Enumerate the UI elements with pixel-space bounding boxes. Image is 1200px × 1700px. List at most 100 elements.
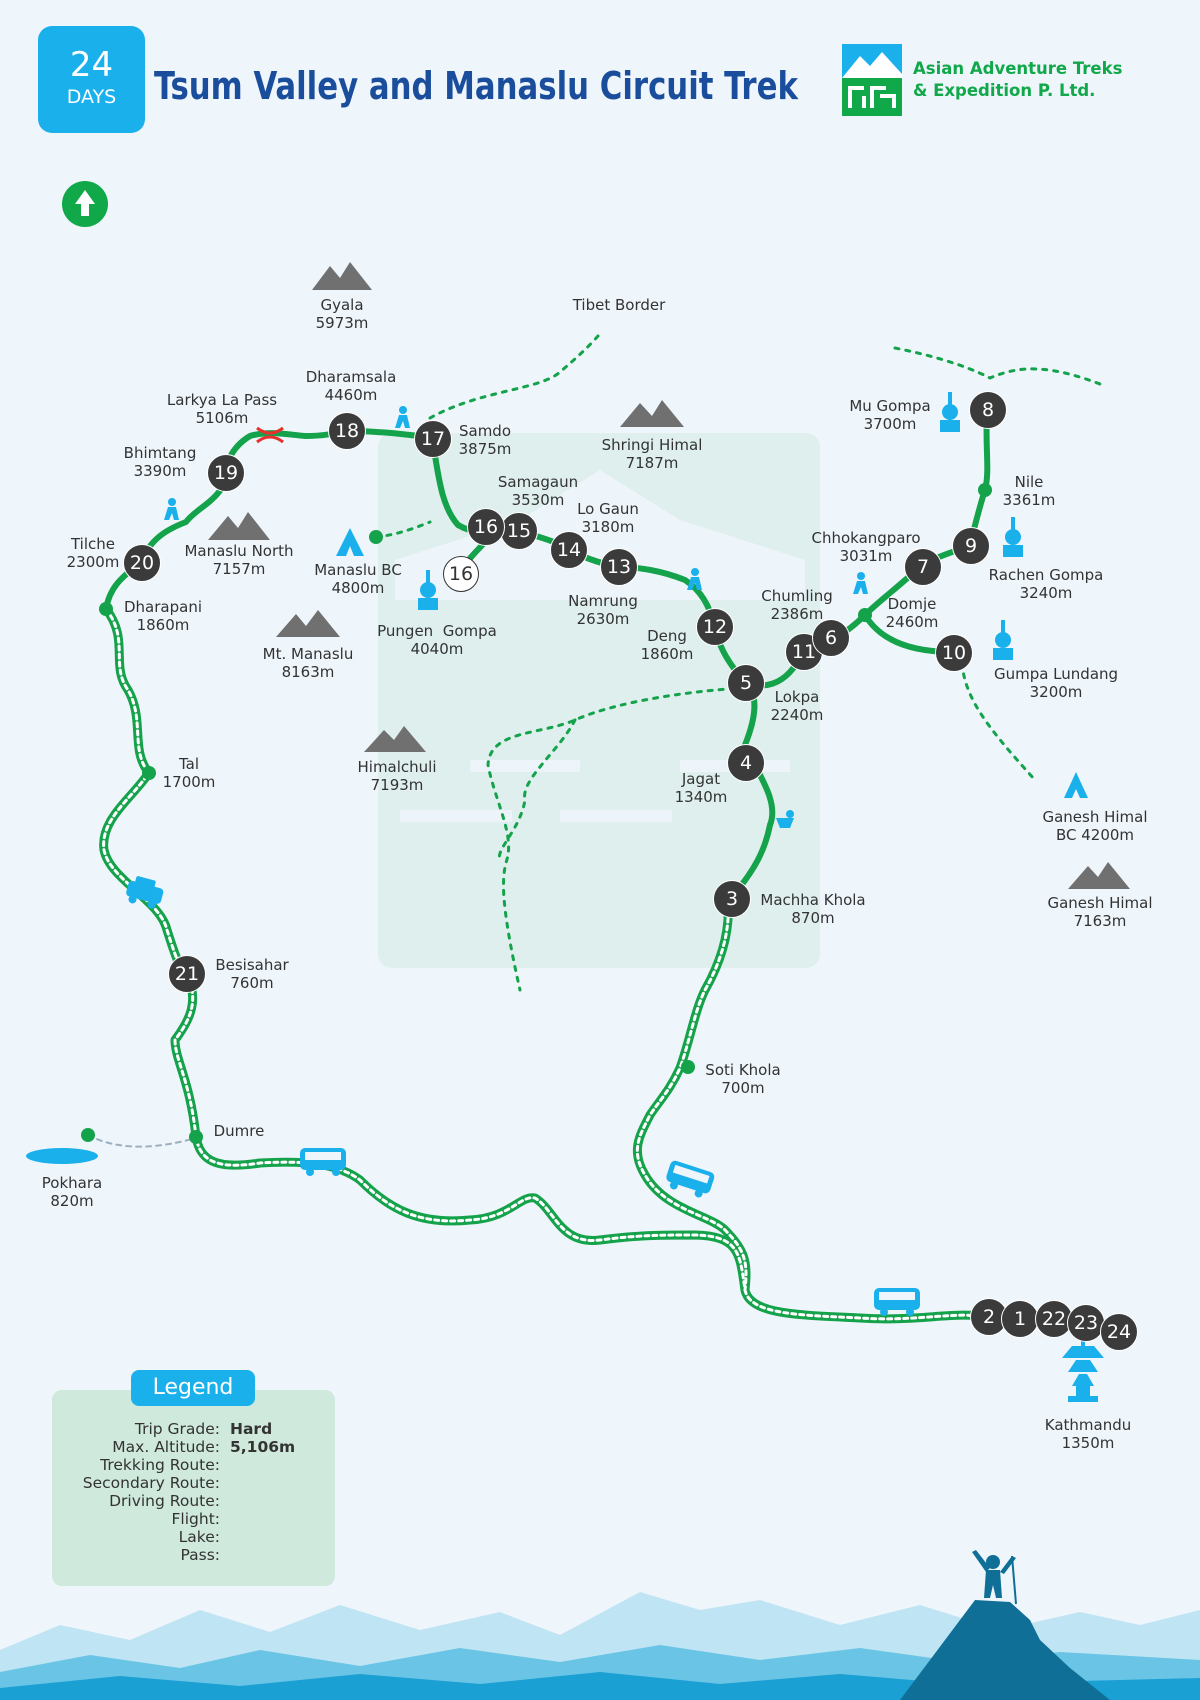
- bus-icon: [300, 1148, 346, 1176]
- stupa-icon: [993, 620, 1013, 660]
- hiker-icon: [395, 406, 410, 428]
- hiker-icon: [687, 568, 702, 590]
- mountain-icons: [208, 262, 1130, 889]
- day-node: 9: [952, 527, 990, 565]
- mountain-icon: [312, 262, 372, 290]
- legend-max-altitude-label: Max. Altitude:: [112, 1438, 220, 1456]
- legend-driving-label: Driving Route:: [109, 1492, 220, 1510]
- day-node: 16: [467, 508, 505, 546]
- day-node: 7: [904, 548, 942, 586]
- mountain-icon: [208, 512, 270, 540]
- company-line1: Asian Adventure Treks: [913, 59, 1123, 78]
- waypoint-dots: [81, 483, 992, 1144]
- bus-icon: [874, 1288, 920, 1316]
- legend-lake-label: Lake:: [178, 1528, 220, 1546]
- company-name: Asian Adventure Treks & Expedition P. Lt…: [913, 58, 1122, 102]
- page-title: Tsum Valley and Manaslu Circuit Trek: [154, 64, 798, 108]
- stupa-icon: [1003, 517, 1023, 557]
- place-label: Dumre: [213, 1122, 265, 1140]
- tent-icons: [336, 528, 1088, 798]
- legend-pass-label: Pass:: [180, 1546, 220, 1564]
- day-node: 1: [1001, 1300, 1039, 1338]
- legend-trip-grade-value: Hard: [230, 1420, 273, 1438]
- mountain-icon: [620, 400, 684, 427]
- mountain-icon: [1068, 862, 1130, 889]
- mountain-icon: [276, 610, 340, 637]
- place-label: Tibet Border: [572, 296, 666, 314]
- legend-flight-label: Flight:: [171, 1510, 221, 1528]
- day-node: 11: [785, 633, 823, 671]
- pass-icon: [256, 426, 284, 444]
- hiker-icon: [853, 572, 868, 594]
- day-node: 21: [168, 955, 206, 993]
- legend-trekking-label: Trekking Route:: [100, 1456, 220, 1474]
- day-node: 5: [727, 664, 765, 702]
- day-node: 20: [123, 544, 161, 582]
- day-node: 13: [600, 548, 638, 586]
- tent-icon: [1064, 772, 1088, 798]
- legend-title: Legend: [131, 1370, 255, 1406]
- day-node: 6: [812, 619, 850, 657]
- stupa-icons: [418, 392, 1023, 660]
- climber-icon: [972, 1550, 1017, 1605]
- day-node-alternate: 16: [443, 556, 479, 592]
- day-node: 19: [207, 454, 245, 492]
- hiker-icon: [776, 810, 794, 828]
- bus-icon: [666, 1160, 715, 1198]
- day-node: 3: [713, 880, 751, 918]
- day-node: 14: [550, 531, 588, 569]
- bus-icons: [300, 1148, 920, 1316]
- day-node: 23: [1067, 1304, 1105, 1342]
- legend-secondary-label: Secondary Route:: [82, 1474, 220, 1492]
- day-node: 15: [500, 512, 538, 550]
- day-node: 12: [696, 608, 734, 646]
- day-node: 8: [969, 391, 1007, 429]
- days-number: 24: [69, 45, 114, 85]
- footer-mountains: [0, 1592, 1200, 1700]
- hiker-icons: [164, 406, 868, 828]
- pagoda-icon: [1062, 1334, 1104, 1402]
- legend-panel: [52, 1390, 335, 1586]
- tree-icon: [62, 181, 108, 227]
- day-node: 24: [1100, 1313, 1138, 1351]
- day-node: 10: [935, 634, 973, 672]
- day-node: 4: [727, 744, 765, 782]
- day-node: 17: [414, 420, 452, 458]
- legend-max-altitude-value: 5,106m: [230, 1438, 296, 1456]
- stupa-icon: [940, 392, 960, 432]
- company-line2: & Expedition P. Ltd.: [913, 81, 1096, 100]
- company-logo: [842, 44, 902, 116]
- tent-icon: [336, 528, 364, 556]
